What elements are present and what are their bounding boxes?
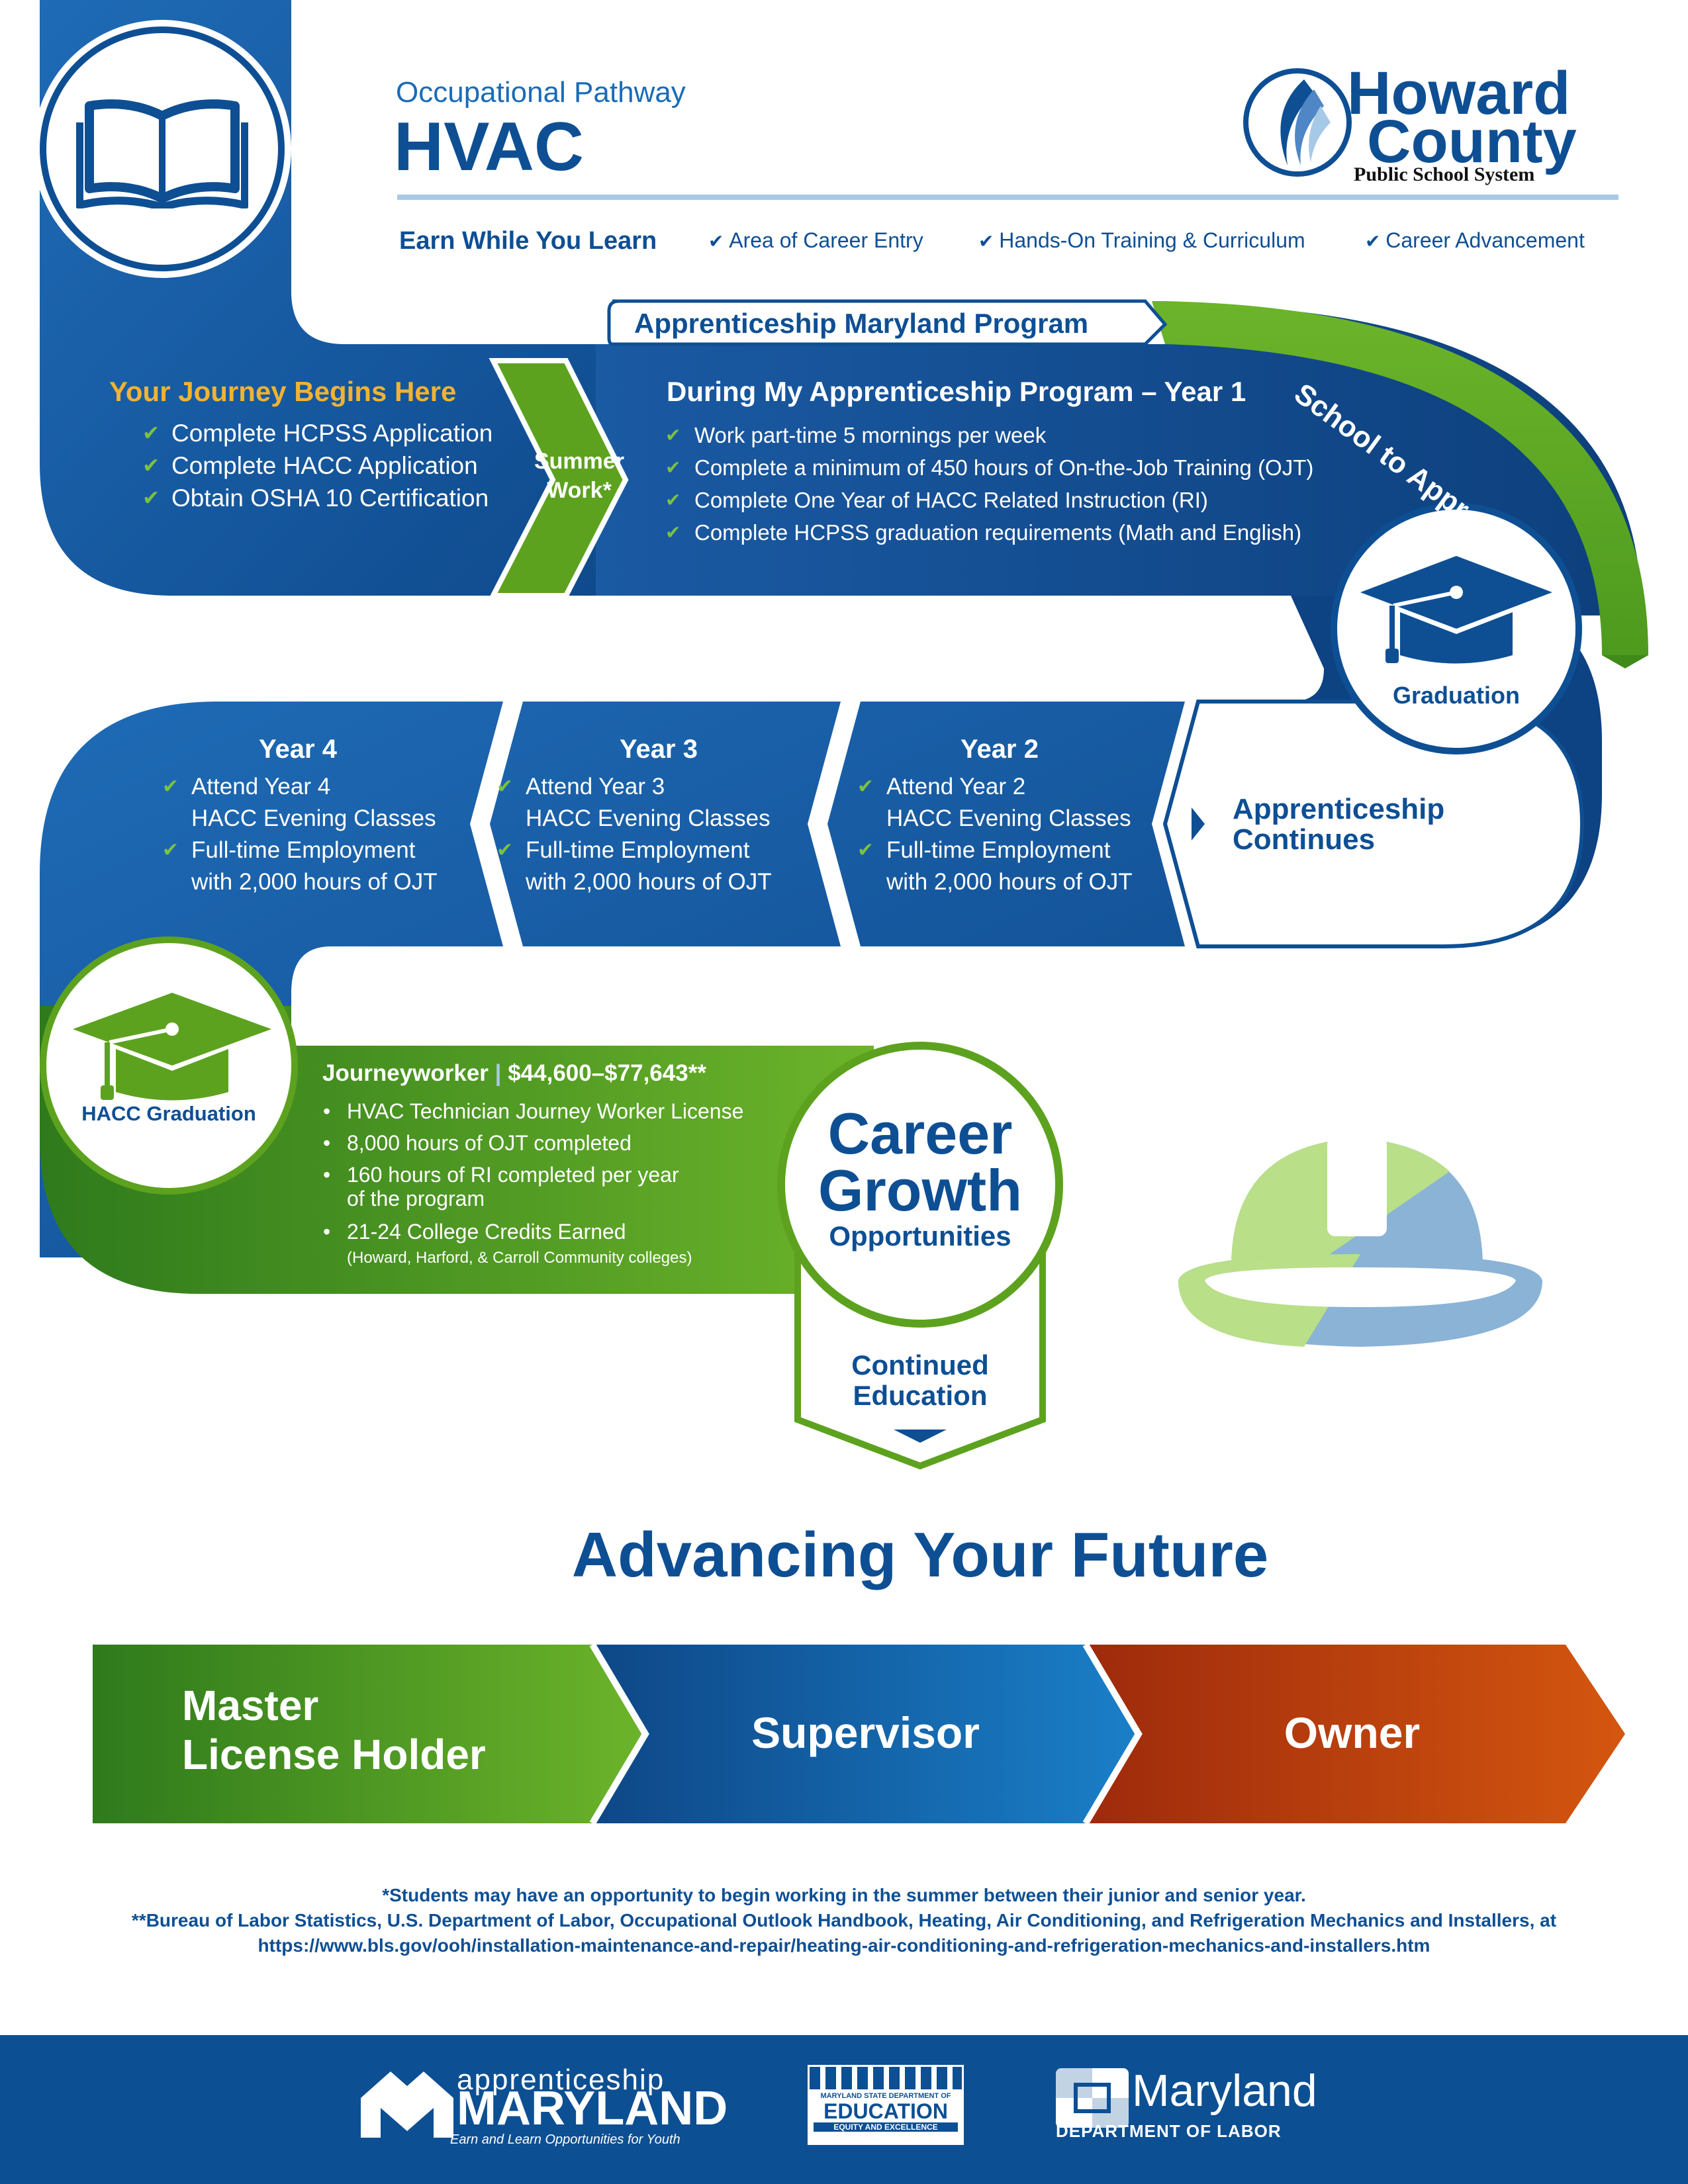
maryland-flag-icon [1056, 2068, 1129, 2128]
msde-flag-icon [810, 2067, 962, 2089]
hcpss-logo-name-1: Howard [1347, 60, 1571, 127]
future-step-owner: Owner [1284, 1708, 1421, 1757]
year4-title: Year 4 [259, 735, 337, 764]
labor-sub: DEPARTMENT OF LABOR [1056, 2121, 1282, 2141]
apprenticeship-maryland-logo-icon [361, 2071, 453, 2138]
hacc-graduation-label: HACC Graduation [81, 1102, 256, 1125]
year1-heading: During My Apprenticeship Program – Year … [667, 376, 1246, 407]
future-arrow-master [93, 1645, 645, 1823]
journey-list: Complete HCPSS Application Complete HACC… [142, 417, 513, 514]
future-step-master: Master License Holder [182, 1682, 486, 1778]
career-growth-label: Career Growth Opportunities [818, 1101, 1022, 1252]
apprenticeship-top: apprenticeship [457, 2064, 665, 2096]
apprenticeship-tag: Earn and Learn Opportunities for Youth [450, 2132, 680, 2147]
year1-item: Complete HCPSS graduation requirements (… [665, 516, 1393, 549]
graduation-cap-icon [73, 993, 271, 1101]
labor-main: Maryland [1132, 2066, 1317, 2116]
journeyworker-heading: Journeyworker | $44,600–$77,643** [322, 1060, 706, 1086]
journey-item: Obtain OSHA 10 Certification [142, 482, 513, 514]
journey-heading: Your Journey Begins Here [109, 376, 457, 407]
ribbon-school-to-apprentice [1152, 301, 1648, 655]
future-heading: Advancing Your Future [571, 1520, 1269, 1590]
year1-item: Complete a minimum of 450 hours of On-th… [665, 451, 1393, 484]
hcpss-logo-name-2: County [1367, 108, 1577, 175]
feature-hands-on: Hands-On Training & Curriculum [978, 228, 1305, 253]
program-banner [607, 299, 1168, 346]
graduation-cap-icon [1360, 556, 1552, 664]
apprenticeship-continues-label: Apprenticeship Continues [1233, 793, 1445, 856]
future-arrow-owner [1086, 1645, 1625, 1823]
footnotes: *Students may have an opportunity to beg… [13, 1883, 1675, 1958]
summer-work-chevron [489, 358, 629, 598]
book-icon [76, 99, 248, 208]
footnote-2: **Bureau of Labor Statistics, U.S. Depar… [131, 1910, 1557, 1931]
hcpss-logo-tagline: Public School System [1354, 163, 1535, 185]
year1-list: Work part-time 5 mornings per week Compl… [665, 419, 1393, 549]
program-banner-label: Apprenticeship Maryland Program [634, 308, 1089, 339]
future-step-supervisor: Supervisor [751, 1708, 980, 1757]
year2-title: Year 2 [961, 735, 1039, 764]
header-tagline: Earn While You Learn [399, 227, 657, 255]
continued-education-label: Continued Education [851, 1349, 989, 1411]
year3-title: Year 3 [620, 735, 698, 764]
graduation-label: Graduation [1392, 682, 1520, 709]
journey-item: Complete HCPSS Application [142, 417, 513, 449]
feature-career-advancement: Career Advancement [1365, 228, 1585, 253]
journeyworker-list: HVAC Technician Journey Worker License 8… [323, 1095, 800, 1270]
msde-logo: MARYLAND STATE DEPARTMENT OF EDUCATION E… [808, 2065, 964, 2145]
summer-work-label: Summer Work* [534, 449, 625, 503]
footnote-3[interactable]: https://www.bls.gov/ooh/installation-mai… [258, 1935, 1430, 1956]
hard-hat-icon [1178, 1137, 1542, 1347]
page-title: HVAC [394, 109, 584, 185]
pathway-subtitle: Occupational Pathway [396, 76, 686, 109]
apprenticeship-main: MARYLAND [457, 2082, 728, 2135]
feature-career-entry: Area of Career Entry [708, 228, 923, 253]
future-arrow-supervisor [592, 1645, 1139, 1823]
year1-item: Complete One Year of HACC Related Instru… [665, 484, 1393, 516]
footnote-1: *Students may have an opportunity to beg… [382, 1885, 1306, 1905]
journey-item: Complete HACC Application [142, 449, 513, 482]
hcpss-logo-icon [1243, 68, 1352, 177]
year1-item: Work part-time 5 mornings per week [665, 419, 1393, 451]
